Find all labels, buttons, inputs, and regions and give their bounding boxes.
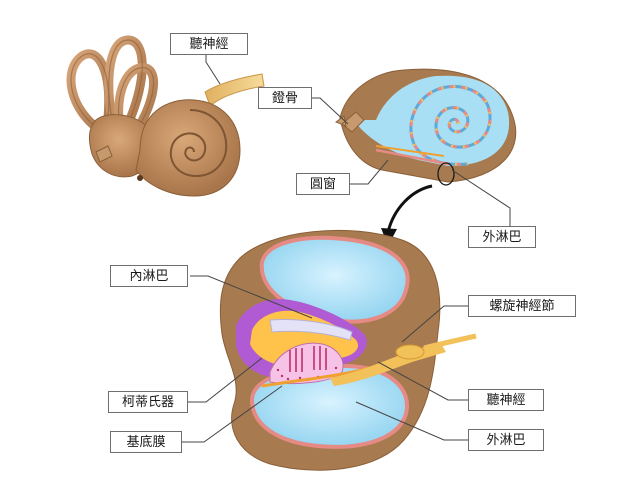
cochlea-external-view (66, 35, 265, 197)
organ-of-corti (269, 342, 344, 385)
label-auditory-nerve-lower: 聽神經 (468, 389, 544, 411)
cross-section-fluid (354, 75, 510, 166)
zoom-arrow (386, 184, 433, 233)
label-stapes: 鐙骨 (258, 87, 312, 109)
round-window-marker (437, 162, 455, 186)
label-endolymph: 內淋巴 (110, 265, 188, 287)
hair-cells (289, 346, 327, 372)
cross-section-spiral (409, 85, 492, 166)
cochlea-cross-section (334, 68, 517, 186)
label-organ-of-corti: 柯蒂氏器 (108, 391, 188, 413)
label-round-window: 圓窗 (296, 173, 350, 195)
label-perilymph-lower: 外淋巴 (468, 429, 544, 451)
auditory-nerve-bundle (204, 73, 265, 107)
label-perilymph-upper: 外淋巴 (468, 226, 536, 248)
cochlear-duct-section (219, 229, 477, 471)
label-basilar-membrane: 基底膜 (110, 431, 182, 453)
tectorial-membrane (269, 319, 353, 341)
label-auditory-nerve-top: 聽神經 (170, 33, 248, 55)
spiral-ganglion-body (395, 344, 425, 360)
cochlea-spiral (169, 109, 228, 178)
label-spiral-ganglion: 螺旋神經節 (468, 295, 576, 317)
